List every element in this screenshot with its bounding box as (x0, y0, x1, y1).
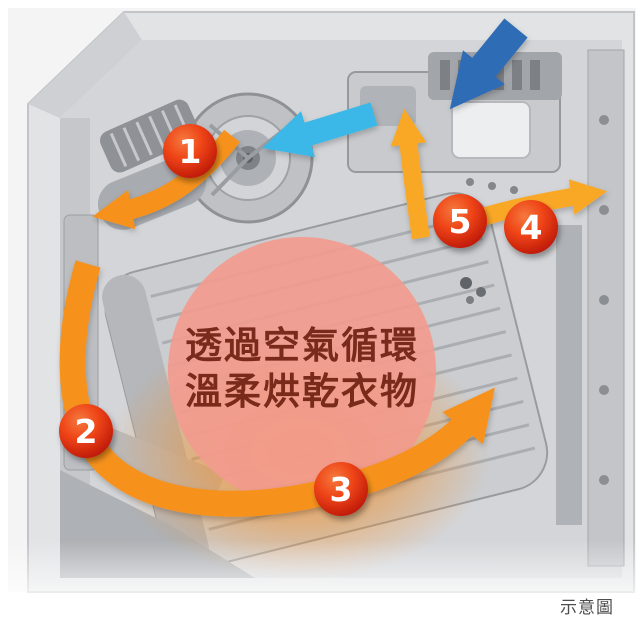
step-number-5: 5 (449, 202, 472, 241)
motor-block (99, 99, 200, 173)
step-badge-4: 4 (504, 200, 558, 254)
center-text-line-1: 透過空氣循環 (185, 324, 419, 367)
caption-text: 示意圖 (560, 598, 614, 618)
flow-arrows (59, 18, 608, 517)
center-circle (168, 237, 436, 505)
arrow-duct-to-drum (59, 260, 495, 517)
white-component (451, 101, 531, 159)
arrow-cool-air-in (262, 102, 378, 158)
cabinet-bevel (28, 12, 142, 118)
bottom-fade (0, 540, 644, 644)
step-badge-2: 2 (59, 404, 113, 458)
right-rails (556, 49, 625, 567)
heat-pump-unit (347, 52, 562, 194)
step-badge-3: 3 (314, 462, 368, 516)
arrow-air-intake (449, 18, 528, 110)
center-text-line-2: 溫柔烘乾衣物 (185, 370, 419, 413)
step-number-1: 1 (179, 132, 202, 171)
step-badges: 1 2 3 4 5 (59, 124, 558, 516)
step-number-4: 4 (520, 208, 543, 247)
step-number-3: 3 (330, 470, 353, 509)
arrow-fan-to-duct (92, 129, 240, 230)
step-number-2: 2 (75, 412, 98, 451)
arrow-exhaust-up (390, 108, 430, 240)
step-badge-5: 5 (433, 194, 487, 248)
compressor-dots (460, 277, 486, 304)
step-badge-1: 1 (163, 124, 217, 178)
